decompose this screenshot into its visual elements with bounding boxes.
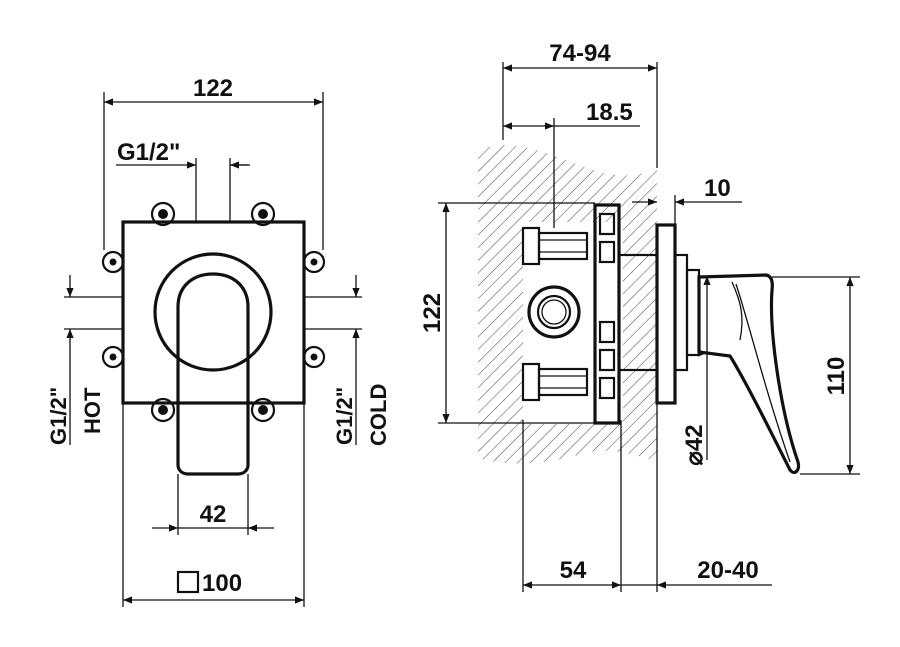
dim-plate-size: 100 [202, 570, 242, 597]
cover-plate [121, 220, 306, 405]
hot-thread-label: G1/2" [46, 387, 71, 445]
dim-body-depth: 54 [560, 557, 587, 584]
square-symbol [176, 570, 200, 594]
dim-top-width: 122 [193, 75, 233, 102]
dim-rosette-diameter: ⌀42 [681, 424, 708, 465]
handle-side [697, 273, 801, 474]
dim-body-height: 122 [419, 293, 446, 333]
cover-plate-side [655, 223, 677, 405]
rosette [153, 252, 273, 372]
dim-extension-range: 20-40 [697, 557, 758, 584]
hot-label: HOT [80, 387, 105, 434]
dim-thread-top: G1/2" [117, 139, 180, 166]
side-view: 74-94 18.5 10 122 110 ⌀42 54 [419, 40, 860, 592]
cold-label: COLD [366, 384, 391, 446]
dim-plate-thickness: 10 [704, 175, 731, 202]
handle-front [176, 272, 250, 476]
dim-handle-height: 110 [823, 357, 850, 396]
dim-depth-range: 74-94 [549, 40, 611, 67]
dim-rosette-value: 42 [681, 424, 708, 451]
rosette-side [673, 253, 689, 372]
front-view: 122 G1/2" G1/2" HOT G1/2" COLD 42 [46, 75, 391, 607]
diameter-symbol: ⌀ [681, 451, 708, 466]
cold-thread-label: G1/2" [332, 387, 357, 445]
dim-inlet-offset: 18.5 [586, 99, 633, 126]
mounting-screws [101, 201, 326, 423]
dim-handle-width: 42 [200, 501, 227, 528]
